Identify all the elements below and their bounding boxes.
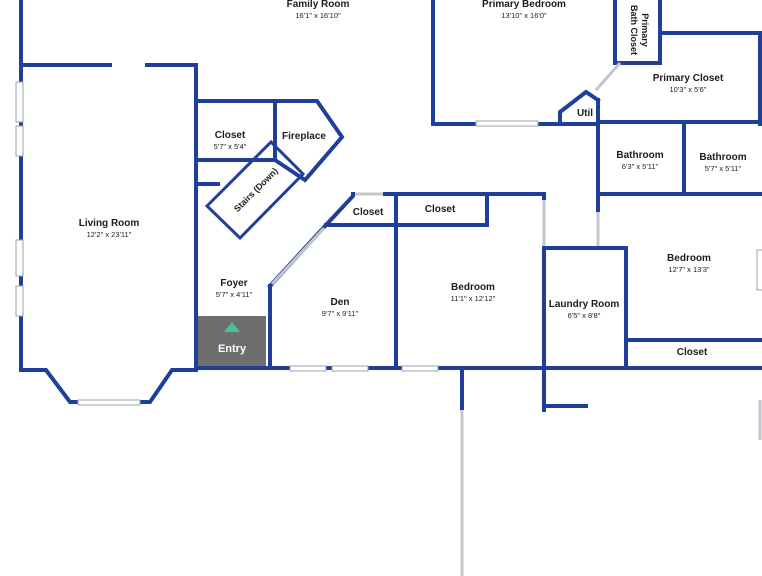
fireplace-name: Fireplace	[282, 131, 326, 142]
primary-bath-closet-name-2: Bath Closet	[629, 5, 639, 55]
util-name: Util	[577, 108, 593, 119]
closet-bedroom-name: Closet	[425, 204, 456, 215]
room-labels: Family Room 16'1" x 16'10" Primary Bedro…	[79, 0, 747, 358]
primary-closet-name: Primary Closet	[653, 73, 724, 84]
bathroom-1-dims: 6'3" x 5'11"	[622, 162, 659, 171]
closet-main-dims: 5'7" x 5'4"	[214, 142, 247, 151]
bedroom-east-dims: 12'7" x 13'3"	[668, 265, 709, 274]
family-room-dims: 16'1" x 16'10"	[295, 11, 341, 20]
closet-main-name: Closet	[215, 130, 246, 141]
primary-bath-closet-name: Primary	[640, 13, 650, 47]
windows	[15, 81, 762, 406]
primary-bedroom-dims: 13'10" x 16'0"	[501, 11, 547, 20]
laundry-room-dims: 6'5" x 8'8"	[568, 311, 601, 320]
laundry-room-name: Laundry Room	[549, 299, 620, 310]
primary-bedroom-name: Primary Bedroom	[482, 0, 566, 10]
bathroom-2-dims: 5'7" x 5'11"	[705, 164, 742, 173]
bedroom-mid-dims: 11'1" x 12'12"	[451, 294, 496, 303]
bathroom-1-name: Bathroom	[616, 150, 663, 161]
bathroom-2-name: Bathroom	[699, 152, 746, 163]
closet-east-name: Closet	[677, 347, 708, 358]
bedroom-east-name: Bedroom	[667, 253, 711, 264]
den-name: Den	[331, 297, 350, 308]
foyer-dims: 5'7" x 4'11"	[216, 290, 253, 299]
walls	[19, 0, 762, 412]
primary-closet-dims: 10'3" x 5'6"	[670, 85, 707, 94]
den-dims: 9'7" x 9'11"	[322, 309, 359, 318]
foyer-name: Foyer	[220, 278, 247, 289]
openings	[270, 62, 762, 576]
family-room-name: Family Room	[287, 0, 350, 10]
triangle-up-icon	[224, 322, 240, 332]
closet-den-name: Closet	[353, 207, 384, 218]
bedroom-mid-name: Bedroom	[451, 282, 495, 293]
living-room-dims: 12'2" x 23'11"	[87, 230, 132, 239]
entry-label: Entry	[218, 343, 247, 355]
living-room-name: Living Room	[79, 218, 140, 229]
